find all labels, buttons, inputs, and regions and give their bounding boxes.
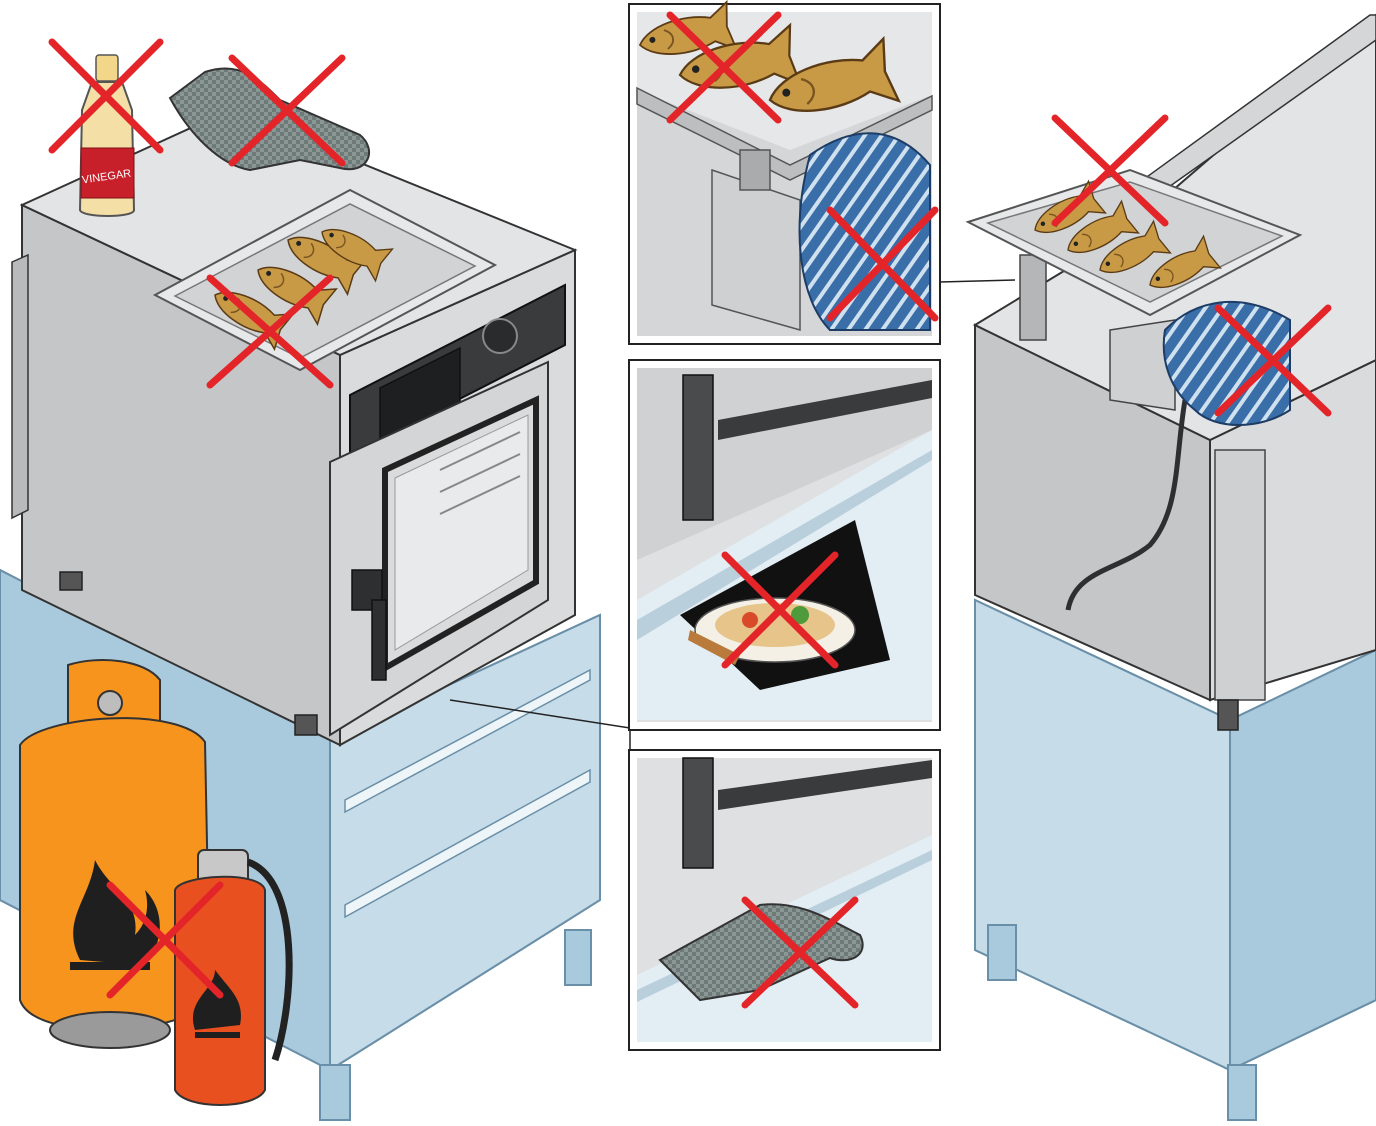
detail-panel-mitt-under-oven (629, 750, 940, 1050)
callout-line-top (940, 280, 1015, 282)
detail-panel-tray-towel (629, 2, 940, 344)
left-scene: VINEGAR (0, 42, 600, 1120)
right-scene (968, 15, 1376, 1120)
detail-panels (629, 2, 940, 1050)
detail-panel-plate-under-oven (629, 360, 940, 730)
